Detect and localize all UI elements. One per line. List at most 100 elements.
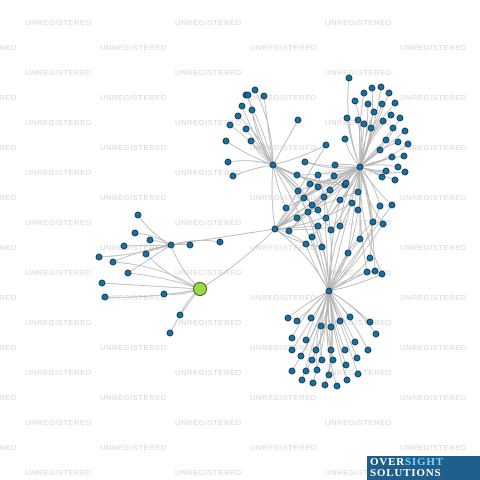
entity-node[interactable]: [320, 193, 328, 201]
entity-node[interactable]: [302, 336, 310, 344]
entity-node[interactable]: [351, 338, 359, 346]
entity-node[interactable]: [371, 267, 379, 275]
entity-node[interactable]: [364, 100, 372, 108]
entity-node[interactable]: [379, 220, 387, 228]
hub-entity-node[interactable]: [271, 225, 279, 233]
entity-node[interactable]: [353, 354, 361, 362]
entity-node[interactable]: [356, 235, 364, 243]
entity-node[interactable]: [342, 179, 350, 187]
entity-node[interactable]: [369, 218, 377, 226]
focus-entity-node[interactable]: [193, 282, 207, 296]
entity-node[interactable]: [327, 346, 335, 354]
entity-node[interactable]: [166, 329, 174, 337]
entity-node[interactable]: [321, 381, 329, 389]
entity-node[interactable]: [301, 158, 309, 166]
entity-node[interactable]: [224, 158, 232, 166]
entity-node[interactable]: [222, 137, 230, 145]
entity-node[interactable]: [302, 240, 310, 248]
entity-node[interactable]: [378, 270, 386, 278]
entity-node[interactable]: [385, 89, 393, 97]
entity-node[interactable]: [314, 222, 322, 230]
entity-node[interactable]: [351, 97, 359, 105]
entity-node[interactable]: [251, 86, 259, 94]
entity-node[interactable]: [336, 222, 344, 230]
entity-node[interactable]: [293, 171, 301, 179]
entity-node[interactable]: [131, 229, 139, 237]
entity-node[interactable]: [288, 334, 296, 342]
entity-node[interactable]: [396, 114, 404, 122]
entity-node[interactable]: [285, 227, 293, 235]
entity-node[interactable]: [142, 250, 150, 258]
entity-node[interactable]: [325, 371, 333, 379]
entity-node[interactable]: [176, 311, 184, 319]
entity-node[interactable]: [370, 108, 378, 116]
entity-node[interactable]: [388, 153, 396, 161]
entity-node[interactable]: [394, 163, 402, 171]
entity-node[interactable]: [327, 226, 335, 234]
entity-node[interactable]: [327, 323, 335, 331]
entity-node[interactable]: [330, 172, 338, 180]
entity-node[interactable]: [242, 125, 250, 133]
entity-node[interactable]: [401, 168, 409, 176]
entity-node[interactable]: [294, 187, 302, 195]
entity-node[interactable]: [336, 196, 344, 204]
entity-node[interactable]: [379, 117, 387, 125]
entity-node[interactable]: [95, 253, 103, 261]
entity-node[interactable]: [98, 279, 106, 287]
entity-node[interactable]: [368, 84, 376, 92]
entity-node[interactable]: [109, 258, 117, 266]
entity-node[interactable]: [248, 106, 256, 114]
entity-node[interactable]: [404, 140, 412, 148]
entity-node[interactable]: [372, 330, 380, 338]
entity-node[interactable]: [367, 124, 375, 132]
entity-node[interactable]: [146, 236, 154, 244]
entity-node[interactable]: [306, 180, 314, 188]
entity-node[interactable]: [293, 317, 301, 325]
entity-node[interactable]: [284, 314, 292, 322]
entity-node[interactable]: [348, 199, 356, 207]
entity-node[interactable]: [363, 268, 371, 276]
entity-node[interactable]: [326, 186, 334, 194]
entity-node[interactable]: [186, 241, 194, 249]
entity-node[interactable]: [312, 346, 320, 354]
entity-node[interactable]: [101, 293, 109, 301]
entity-node[interactable]: [377, 83, 385, 91]
entity-node[interactable]: [346, 313, 354, 321]
entity-node[interactable]: [376, 202, 384, 210]
entity-node[interactable]: [366, 254, 374, 262]
entity-node[interactable]: [294, 116, 302, 124]
entity-node[interactable]: [360, 120, 368, 128]
entity-node[interactable]: [382, 167, 390, 175]
entity-node[interactable]: [317, 322, 325, 330]
entity-node[interactable]: [229, 172, 237, 180]
entity-node[interactable]: [318, 243, 326, 251]
entity-node[interactable]: [308, 233, 316, 241]
entity-node[interactable]: [360, 89, 368, 97]
entity-node[interactable]: [120, 242, 128, 250]
entity-node[interactable]: [329, 356, 337, 364]
entity-node[interactable]: [244, 91, 252, 99]
entity-node[interactable]: [124, 269, 132, 277]
entity-node[interactable]: [331, 161, 339, 169]
entity-node[interactable]: [308, 201, 316, 209]
entity-node[interactable]: [342, 361, 350, 369]
entity-node[interactable]: [314, 183, 322, 191]
entity-node[interactable]: [288, 346, 296, 354]
entity-node[interactable]: [391, 176, 399, 184]
entity-node[interactable]: [216, 238, 224, 246]
entity-node[interactable]: [387, 111, 395, 119]
hub-entity-node[interactable]: [269, 161, 277, 169]
entity-node[interactable]: [288, 367, 296, 375]
entity-node[interactable]: [376, 146, 384, 154]
entity-node[interactable]: [364, 346, 372, 354]
entity-node[interactable]: [354, 206, 362, 214]
entity-node[interactable]: [260, 92, 268, 100]
entity-node[interactable]: [382, 136, 390, 144]
entity-node[interactable]: [309, 379, 317, 387]
entity-node[interactable]: [400, 152, 408, 160]
entity-node[interactable]: [160, 290, 168, 298]
entity-node[interactable]: [401, 127, 409, 135]
entity-node[interactable]: [378, 173, 386, 181]
entity-node[interactable]: [298, 376, 306, 384]
entity-node[interactable]: [293, 214, 301, 222]
